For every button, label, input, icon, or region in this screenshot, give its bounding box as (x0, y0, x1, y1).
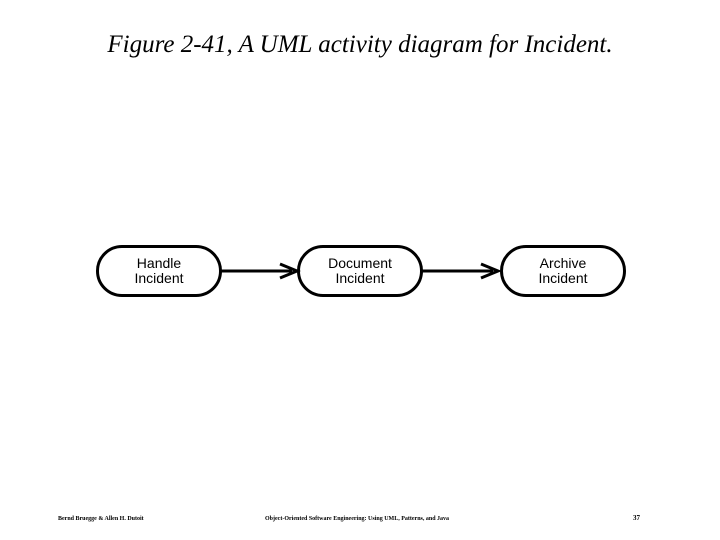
activity-node-archive-incident[interactable]: Archive Incident (500, 245, 626, 297)
transition-arrow-document-to-archive[interactable] (421, 258, 503, 284)
transition-arrow-handle-to-document[interactable] (220, 258, 302, 284)
activity-node-label: Handle Incident (134, 254, 184, 286)
activity-node-label: Document Incident (328, 254, 392, 286)
activity-node-document-incident[interactable]: Document Incident (297, 245, 423, 297)
footer-page-number: 37 (633, 514, 640, 522)
arrowhead-icon (480, 262, 502, 280)
arrowhead-icon (279, 262, 301, 280)
activity-node-label: Archive Incident (538, 254, 588, 286)
footer-authors: Bernd Bruegge & Allen H. Dutoit (58, 516, 144, 522)
activity-node-handle-incident[interactable]: Handle Incident (96, 245, 222, 297)
footer-book-title: Object-Oriented Software Engineering: Us… (265, 516, 450, 522)
page-title: Figure 2-41, A UML activity diagram for … (107, 31, 613, 58)
slide-footer: Bernd Bruegge & Allen H. Dutoit Object-O… (0, 512, 720, 526)
